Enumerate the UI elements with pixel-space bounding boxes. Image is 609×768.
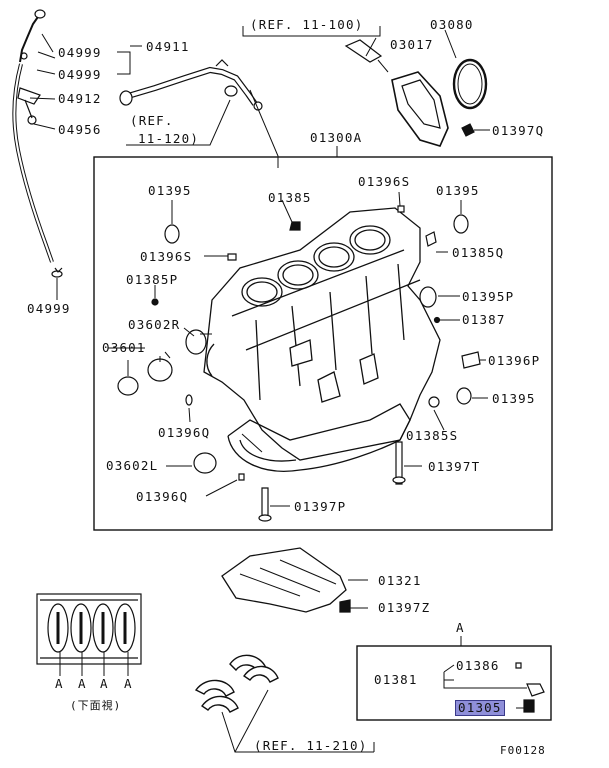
part-01395-upper-left-label[interactable]: 01395 bbox=[148, 183, 192, 198]
a-mark-4: A bbox=[124, 676, 133, 691]
part-01305-label-highlighted[interactable]: 01305 bbox=[455, 700, 505, 716]
baffle-plate-drawing bbox=[221, 547, 368, 613]
part-01397q-label[interactable]: 01397Q bbox=[492, 123, 545, 138]
part-01381-label[interactable]: 01381 bbox=[374, 672, 418, 687]
ref-11-100-label[interactable]: (REF. 11-100) bbox=[250, 17, 364, 32]
part-01396s-lower-label[interactable]: 01396S bbox=[140, 249, 193, 264]
part-01397p-label[interactable]: 01397P bbox=[294, 499, 347, 514]
part-01396q-upper-label[interactable]: 01396Q bbox=[158, 425, 211, 440]
part-01387-label[interactable]: 01387 bbox=[462, 312, 506, 327]
part-04911-label[interactable]: 04911 bbox=[146, 39, 190, 54]
part-04999-lower-label[interactable]: 04999 bbox=[27, 301, 71, 316]
part-01396s-upper-label[interactable]: 01396S bbox=[358, 174, 411, 189]
rear-seal-case-drawing bbox=[344, 39, 490, 147]
part-01397z-label[interactable]: 01397Z bbox=[378, 600, 431, 615]
part-03080-label[interactable]: 03080 bbox=[430, 17, 474, 32]
part-01395-upper-right-label[interactable]: 01395 bbox=[436, 183, 480, 198]
detail-a-letter: A bbox=[456, 620, 465, 635]
bearing-shells-drawing bbox=[194, 654, 279, 713]
ref-11-120-line2-label[interactable]: 11-120) bbox=[138, 131, 200, 146]
part-04912-label[interactable]: 04912 bbox=[58, 91, 102, 106]
ref-11-120-line1-label[interactable]: (REF. bbox=[130, 113, 174, 128]
bottom-view-drawing bbox=[36, 593, 142, 676]
ref-11-210-label[interactable]: (REF. 11-210) bbox=[254, 738, 368, 753]
part-04999-upper-label[interactable]: 04999 bbox=[58, 45, 102, 60]
part-01397t-label[interactable]: 01397T bbox=[428, 459, 481, 474]
dipstick-tube-drawing bbox=[119, 59, 263, 111]
a-mark-2: A bbox=[78, 676, 87, 691]
figure-code: F00128 bbox=[500, 744, 546, 757]
part-01395p-label[interactable]: 01395P bbox=[462, 289, 515, 304]
part-03602r-label[interactable]: 03602R bbox=[128, 317, 181, 332]
part-01395-lower-label[interactable]: 01395 bbox=[492, 391, 536, 406]
a-mark-3: A bbox=[100, 676, 109, 691]
part-01385p-label[interactable]: 01385P bbox=[126, 272, 179, 287]
part-04956-label[interactable]: 04956 bbox=[58, 122, 102, 137]
main-block-frame bbox=[93, 156, 553, 531]
dipstick-drawing bbox=[12, 9, 63, 278]
part-03602l-label[interactable]: 03602L bbox=[106, 458, 159, 473]
part-01386-label[interactable]: 01386 bbox=[456, 658, 500, 673]
part-01385q-label[interactable]: 01385Q bbox=[452, 245, 505, 260]
part-01396q-lower-label[interactable]: 01396Q bbox=[136, 489, 189, 504]
part-01300a-label[interactable]: 01300A bbox=[310, 130, 363, 145]
part-03017-label[interactable]: 03017 bbox=[390, 37, 434, 52]
part-01385s-label[interactable]: 01385S bbox=[406, 428, 459, 443]
part-01321-label[interactable]: 01321 bbox=[378, 573, 422, 588]
detail-a-frame bbox=[356, 645, 552, 721]
bottom-view-caption: (下面視) bbox=[70, 699, 122, 712]
a-mark-1: A bbox=[55, 676, 64, 691]
part-03601-label[interactable]: 03601 bbox=[102, 340, 146, 355]
part-01396p-label[interactable]: 01396P bbox=[488, 353, 541, 368]
part-04999-middle-label[interactable]: 04999 bbox=[58, 67, 102, 82]
part-01385-label[interactable]: 01385 bbox=[268, 190, 312, 205]
cylinder-block-drawing bbox=[203, 207, 441, 472]
small-parts-drawing bbox=[117, 191, 488, 522]
